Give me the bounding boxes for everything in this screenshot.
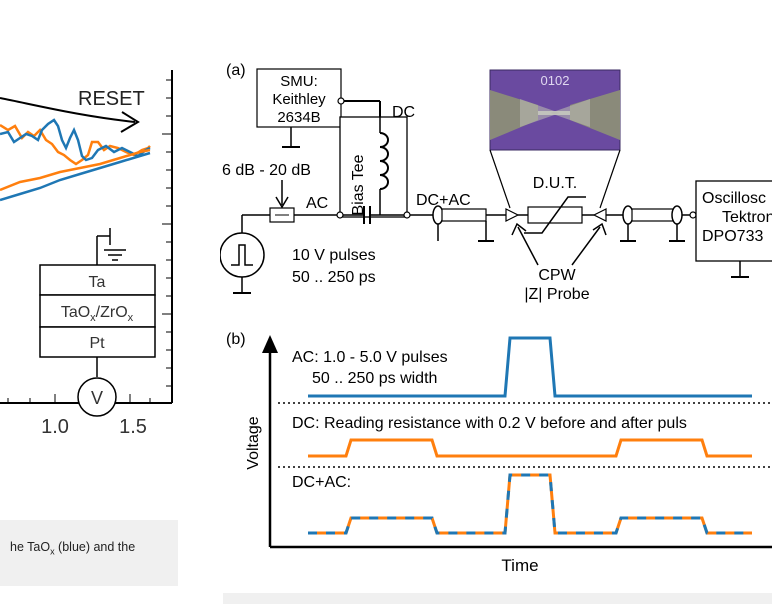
dc-ac-label: DC+AC: [416, 192, 471, 209]
inductor-icon: [379, 132, 389, 190]
x-axis-label: Time: [501, 556, 538, 575]
probe-line1: CPW: [538, 267, 576, 284]
svg-text:SMU:: SMU:: [280, 73, 318, 90]
stack-ta: Ta: [89, 274, 106, 291]
dcac-trace-orange: [308, 473, 752, 535]
reset-label: RESET: [78, 88, 145, 110]
pulses-line1: 10 V pulses: [292, 247, 376, 264]
svg-text:Keithley: Keithley: [272, 91, 326, 108]
smu-box: [256, 68, 342, 128]
ac-label: AC: [306, 195, 328, 212]
dc-trace: [308, 438, 752, 458]
orange-curve-lower: [0, 148, 151, 192]
dcac-text: DC+AC:: [292, 474, 351, 491]
blue-curve-lower: [0, 151, 151, 202]
x-tick-1-0: 1.0: [41, 416, 69, 438]
svg-text:Tektron: Tektron: [722, 209, 772, 226]
chip-label: 0102: [541, 73, 570, 88]
panel-a-setup-diagram: (a) SMU: Keithley 2634B DC Bias Tee 6 dB…: [220, 62, 772, 303]
probe-tip-left: [505, 208, 520, 222]
oscilloscope-box: [695, 180, 772, 262]
stack-oxide: TaOx/ZrOx: [61, 304, 134, 324]
panel-b-label: (b): [226, 331, 246, 348]
voltmeter-label: V: [91, 388, 103, 408]
left-plot: 1.0 1.5 RESET Ta TaOx/ZrOx Pt V: [0, 70, 173, 438]
y-axis-label: Voltage: [245, 416, 262, 469]
panel-a-label: (a): [226, 62, 246, 79]
pulses-line2: 50 .. 250 ps: [292, 269, 376, 286]
dut-label: D.U.T.: [533, 175, 577, 192]
left-caption: he TaOx (blue) and the: [0, 520, 178, 586]
svg-text:2634B: 2634B: [277, 109, 320, 126]
device-stack: Ta TaOx/ZrOx Pt V: [39, 228, 156, 417]
probe-tip-right: [592, 208, 607, 222]
stack-pt: Pt: [89, 335, 105, 352]
svg-text:Oscillosc: Oscillosc: [702, 190, 766, 207]
orange-curve-upper: [0, 123, 151, 166]
blue-curve-upper: [0, 118, 151, 162]
bias-tee-box: [339, 116, 408, 218]
reset-arrow: [0, 97, 136, 123]
voltmeter-icon: [77, 377, 117, 417]
svg-text:DPO733: DPO733: [702, 228, 763, 245]
dc-text: DC: Reading resistance with 0.2 V before…: [292, 415, 687, 432]
bias-tee-label: Bias Tee: [350, 154, 367, 215]
x-tick-1-5: 1.5: [119, 416, 147, 438]
probe-line2: |Z| Probe: [524, 286, 589, 303]
dcac-trace-blue: [308, 473, 752, 535]
pulse-generator-icon: [220, 232, 265, 278]
ac-text-line2: 50 .. 250 ps width: [312, 370, 437, 387]
attenuator-label: 6 dB - 20 dB: [222, 162, 311, 179]
right-caption-box: [223, 593, 772, 604]
y-axis-arrowhead: [262, 335, 278, 353]
panel-b-waveforms: (b) Voltage Time AC: 1.0 - 5.0 V pulses …: [226, 331, 772, 575]
ac-trace: [308, 336, 752, 398]
ac-text-line1: AC: 1.0 - 5.0 V pulses: [292, 349, 448, 366]
